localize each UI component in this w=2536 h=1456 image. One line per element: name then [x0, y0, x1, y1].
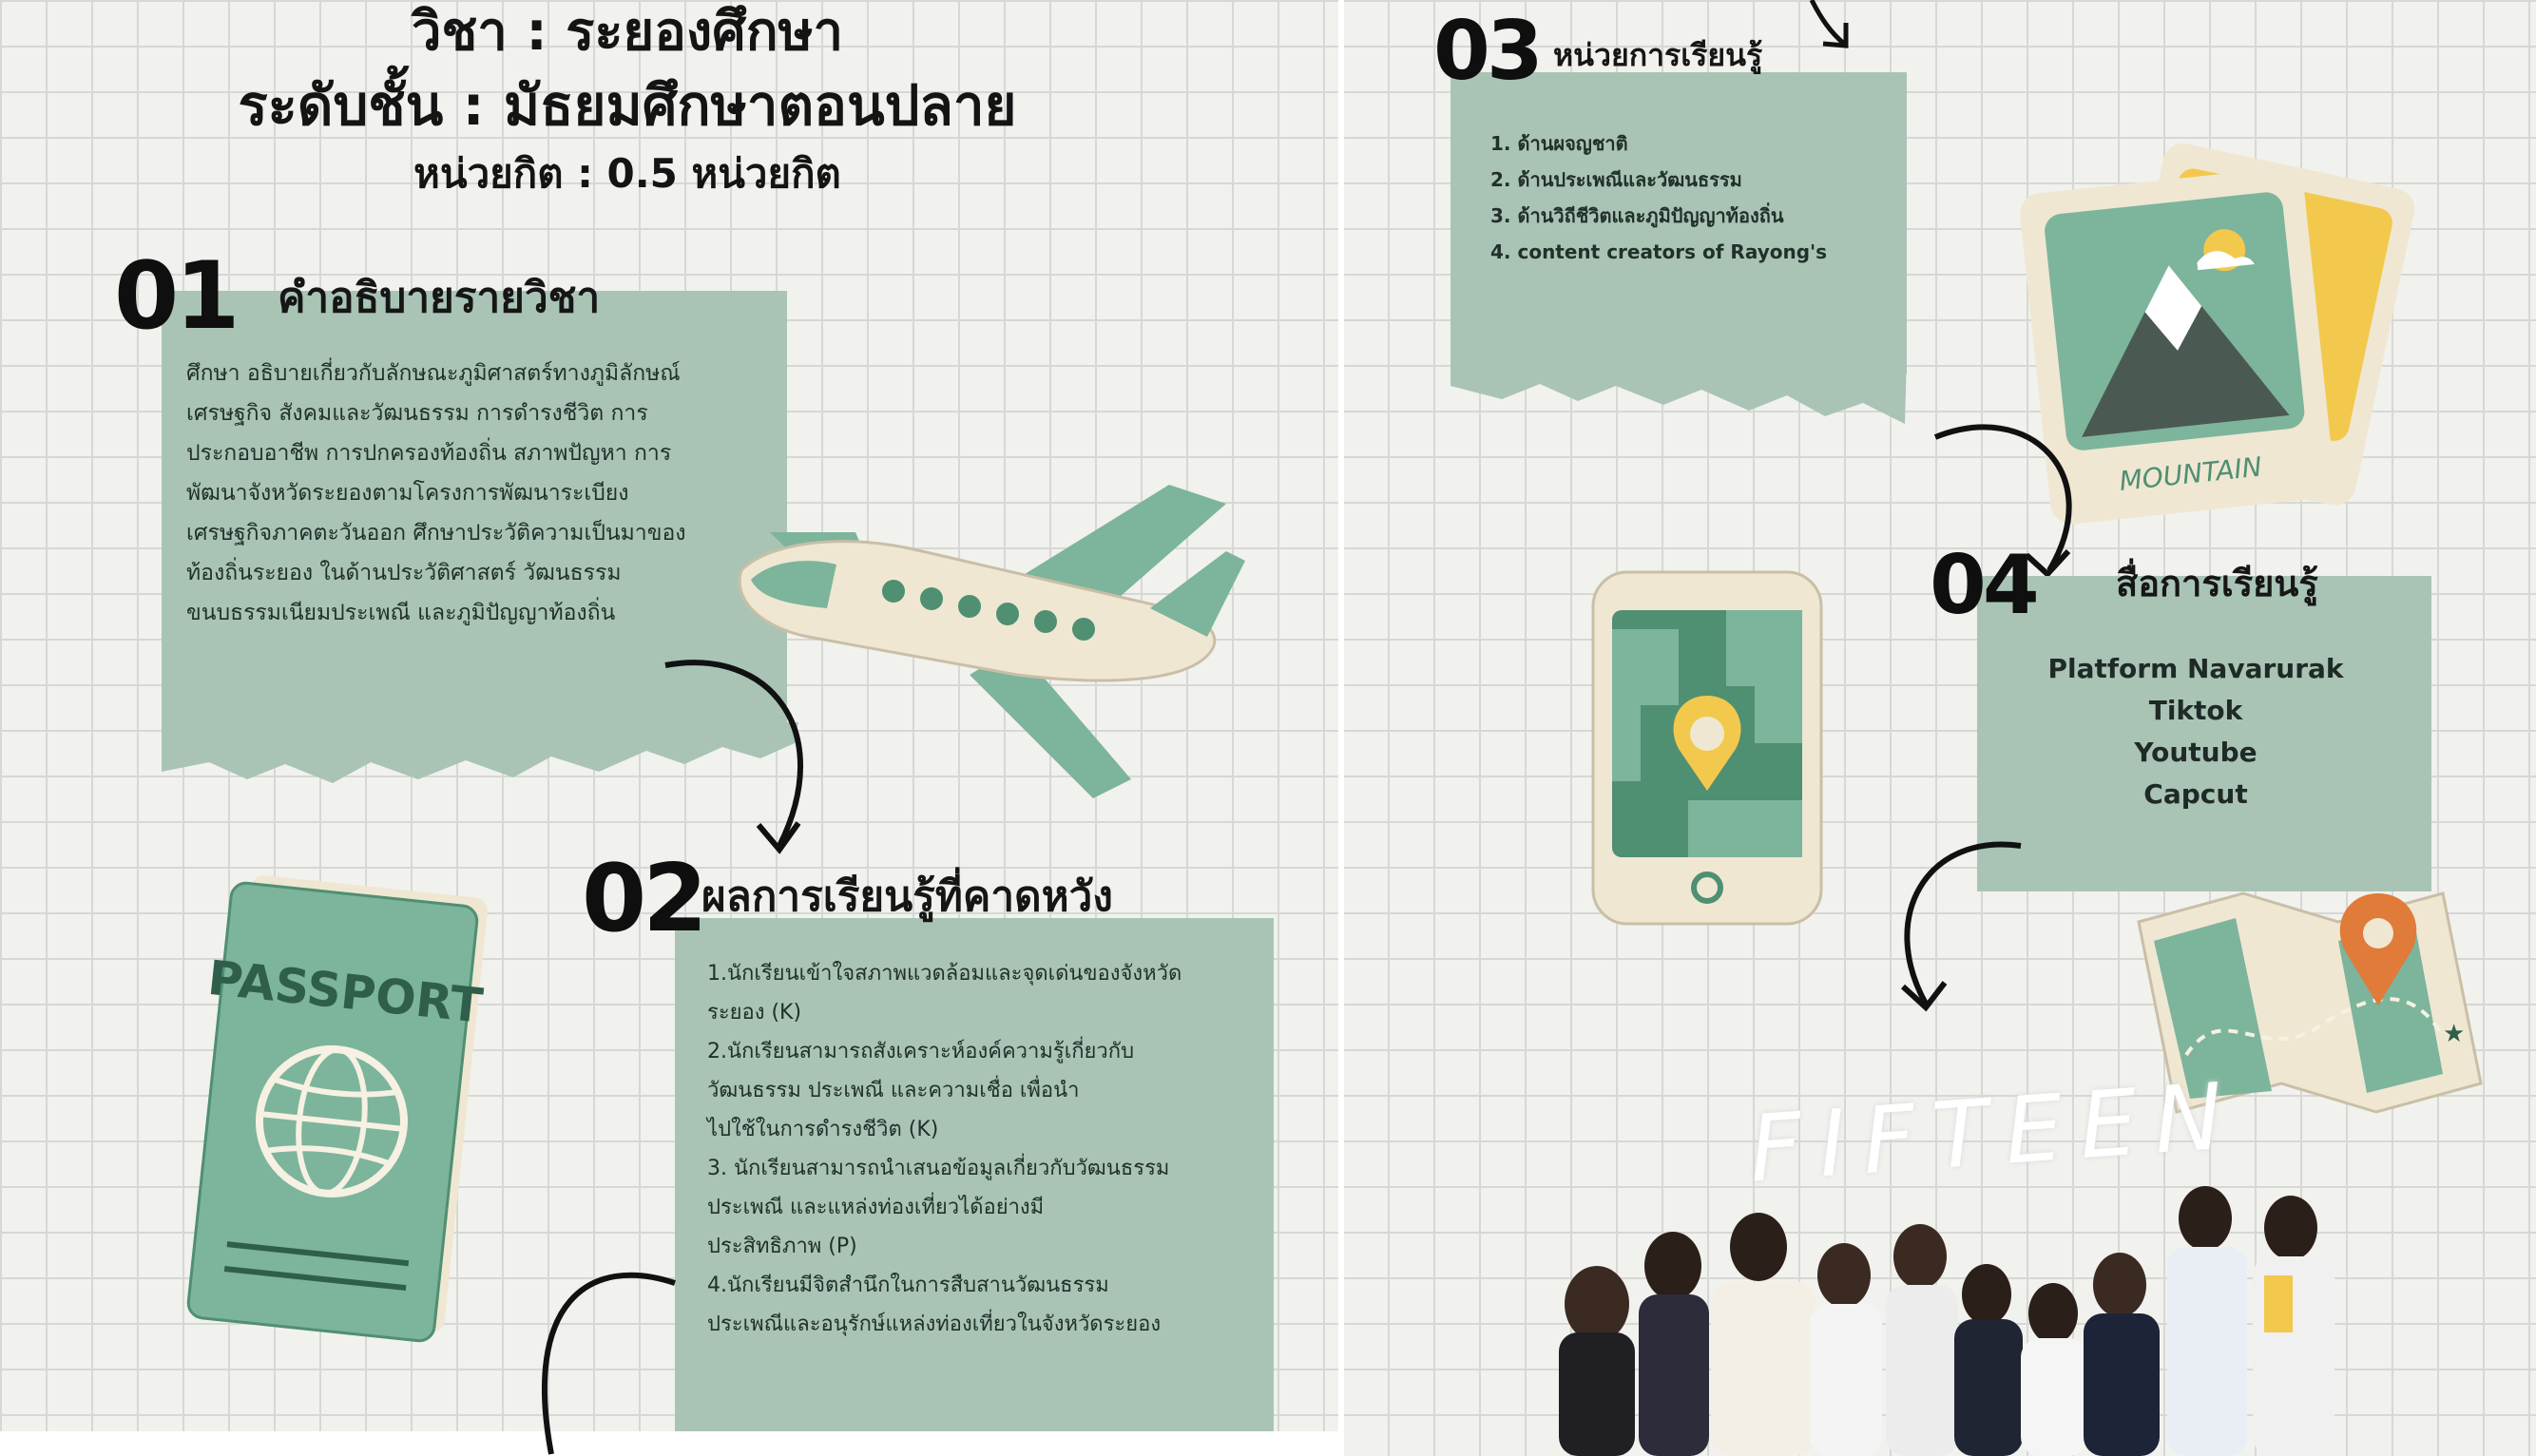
s2-line: ประเพณี และแหล่งท่องเที่ยวได้อย่างมี	[707, 1196, 1045, 1219]
s2-line: 2.นักเรียนสามารถสังเคราะห์องค์ความรู้เกี…	[707, 1040, 1135, 1063]
s2-heading: ผลการเรียนรู้ที่คาดหวัง	[701, 872, 1113, 921]
s4-item: Capcut	[2143, 778, 2248, 810]
s3-item: 3. ด้านวิถีชีวิตและภูมิปัญญาท้องถิ่น	[1490, 204, 1784, 227]
s4-heading: สื่อการเรียนรู้	[2116, 563, 2318, 604]
s3-number: 03	[1433, 4, 1544, 99]
s2-line: ไปใช้ในการดำรงชีวิต (K)	[707, 1118, 939, 1141]
arrow-into-03	[1809, 0, 1849, 48]
s2-line: 1.นักเรียนเข้าใจสภาพแวดล้อมและจุดเด่นของ…	[707, 962, 1182, 986]
arrow-03-to-04	[1933, 424, 2072, 579]
team-photo	[1559, 1186, 2334, 1456]
subject-title: วิชา : ระยองศึกษา	[411, 1, 844, 63]
s2-number: 02	[582, 845, 707, 953]
photo-illustration: MOUNTAIN	[2020, 143, 2415, 525]
s1-line: เศรษฐกิจภาคตะวันออก ศึกษาประวัติความเป็น…	[186, 521, 686, 546]
s3-heading: หน่วยการเรียนรู้	[1553, 37, 1763, 73]
s1-paper	[162, 291, 787, 743]
s2-line: ประสิทธิภาพ (P)	[707, 1235, 857, 1258]
s2-line: ระยอง (K)	[707, 1001, 802, 1025]
s2-line: 4.นักเรียนมีจิตสำนึกในการสืบสานวัฒนธรรม	[707, 1274, 1109, 1297]
s3-item: 4. content creators of Rayong's	[1490, 240, 1828, 263]
phone-map-illustration	[1591, 570, 1823, 926]
s2-body: 1.นักเรียนเข้าใจสภาพแวดล้อมและจุดเด่นของ…	[707, 954, 1278, 1344]
svg-text:★: ★	[2443, 1020, 2465, 1048]
s1-line: ขนบธรรมเนียมประเพณี และภูมิปัญญาท้องถิ่น	[186, 601, 616, 625]
s3-torn-edge	[1451, 357, 1907, 424]
s4-item: Youtube	[2134, 737, 2257, 768]
s2-line: 3. นักเรียนสามารถนำเสนอข้อมูลเกี่ยวกับวั…	[707, 1157, 1170, 1180]
s3-item: 1. ด้านผจญชาติ	[1490, 132, 1628, 155]
arrow-bottom-left	[541, 1272, 676, 1455]
s1-line: ประกอบอาชีพ การปกครองท้องถิ่น สภาพปัญหา …	[186, 441, 672, 466]
s1-line: เศรษฐกิจ สังคมและวัฒนธรรม การดำรงชีวิต ก…	[186, 401, 648, 426]
s1-torn-edge	[162, 722, 798, 783]
s4-paper	[1977, 576, 2431, 891]
credit-text: หน่วยกิต : 0.5 หน่วยกิต	[413, 150, 841, 197]
arrow-01-to-02	[664, 660, 803, 854]
s3-list: 1. ด้านผจญชาติ 2. ด้านประเพณีและวัฒนธรรม…	[1490, 125, 1899, 270]
s3-paper	[1451, 72, 1907, 374]
passport-illustration: PASSPORT	[186, 875, 488, 1343]
s1-heading: คำอธิบายรายวิชา	[278, 274, 601, 322]
page-divider	[1338, 0, 1344, 1456]
s2-line: ประเพณีและอนุรักษ์แหล่งท่องเที่ยวในจังหว…	[707, 1312, 1162, 1336]
s2-line: วัฒนธรรม ประเพณี และความเชื่อ เพื่อนำ	[707, 1079, 1080, 1102]
folded-map-illustration: ★	[2137, 891, 2483, 1114]
s1-line: ท้องถิ่นระยอง ในด้านประวัติศาสตร์ วัฒนธร…	[186, 561, 622, 585]
s1-line: ศึกษา อธิบายเกี่ยวกับลักษณะภูมิศาสตร์ทาง…	[186, 361, 681, 386]
airplane-illustration	[738, 485, 1245, 798]
level-title: ระดับชั้น : มัธยมศึกษาตอนปลาย	[238, 73, 1017, 138]
s2-paper	[675, 918, 1274, 1431]
s1-number: 01	[114, 242, 240, 351]
s1-line: พัฒนาจังหวัดระยองตามโครงการพัฒนาระเบียง	[186, 481, 629, 506]
s4-item: Platform Navarurak	[2047, 653, 2344, 684]
s4-number: 04	[1930, 538, 2040, 633]
s3-item: 2. ด้านประเพณีและวัฒนธรรม	[1490, 168, 1742, 191]
s4-item: Tiktok	[2148, 695, 2243, 726]
arrow-04-to-map	[1900, 841, 2022, 1012]
s1-body: ศึกษา อธิบายเกี่ยวกับลักษณะภูมิศาสตร์ทาง…	[186, 354, 795, 633]
s4-list: Platform Navarurak Tiktok Youtube Capcut	[1977, 648, 2414, 815]
